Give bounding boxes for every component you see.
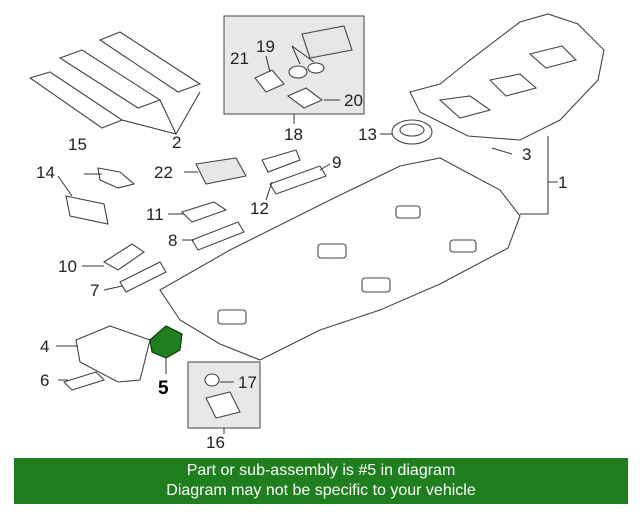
callout-6: 6 [40,371,49,390]
part-6-clip [62,371,106,391]
callout-labels: 1 2 3 4 5 6 7 8 9 10 11 12 13 14 15 16 1… [36,37,567,452]
callout-8: 8 [168,231,177,250]
part-16-lamp [204,373,241,419]
callout-2: 2 [172,133,181,152]
part-13-ring [391,119,433,145]
map-lamp-parts [254,25,353,109]
callout-1: 1 [558,173,567,192]
part-5-highlighted [149,325,183,359]
part-14-console [65,195,109,225]
banner-line-2: Diagram may not be specific to your vehi… [166,482,476,499]
headliner [159,157,521,361]
callout-3: 3 [522,145,531,164]
part-4-sunvisor [75,325,151,383]
part-12-clip [261,149,301,173]
part-11-handle-base [180,201,228,223]
callout-19: 19 [256,37,275,56]
part-15-connector [97,167,136,189]
part-9-handle [269,165,327,195]
callout-20: 20 [344,91,363,110]
callout-22: 22 [154,163,173,182]
part-22-bracket [195,157,247,185]
callout-16: 16 [206,433,225,452]
callout-17: 17 [238,373,257,392]
callout-5: 5 [158,378,169,399]
callout-13: 13 [358,125,377,144]
callout-21: 21 [230,49,249,68]
part-10-clip [102,243,145,271]
callout-14: 14 [36,163,55,182]
banner-line-1: Part or sub-assembly is #5 in diagram [186,462,456,479]
sunroof-frame [409,13,605,141]
callout-10: 10 [58,257,77,276]
callout-9: 9 [332,153,341,172]
info-banner: Part or sub-assembly is #5 in diagram Di… [14,458,628,504]
sunshade-panels [28,31,202,129]
callout-4: 4 [40,337,49,356]
callout-12: 12 [250,199,269,218]
callout-18: 18 [284,125,303,144]
callout-11: 11 [146,205,164,224]
callout-15: 15 [68,135,87,154]
parts-diagram: 1 2 3 4 5 6 7 8 9 10 11 12 13 14 15 16 1… [28,13,605,452]
callout-7: 7 [90,281,99,300]
part-8-grab-handle [191,221,245,251]
leader-lines [56,45,558,434]
part-7-grab-handle [119,261,167,293]
